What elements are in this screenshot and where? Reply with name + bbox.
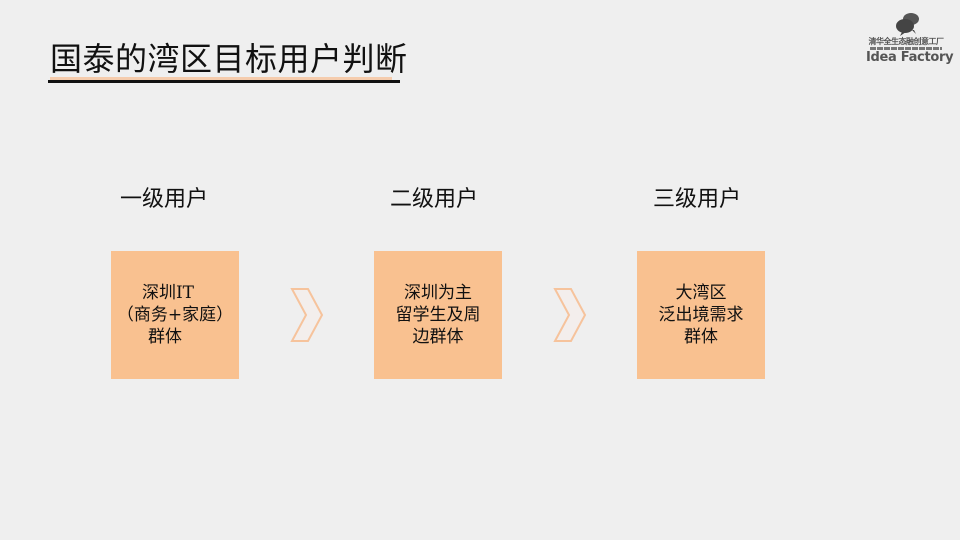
box-line: （商务+家庭） [116,305,234,325]
chevron-right-icon [290,288,324,342]
logo-divider [870,47,942,50]
level-3-box: 大湾区 泛出境需求 群体 [637,251,765,379]
box-line: 深圳为主 [404,283,472,303]
box-line: 深圳IT [141,283,195,303]
level-1-box: 深圳IT （商务+家庭） 群体 [111,251,239,379]
box-line: 群体 [148,327,182,347]
box-line: 留学生及周 [395,305,481,325]
slide-title: 国泰的湾区目标用户判断 [50,40,408,78]
box-line: 大湾区 [675,283,727,303]
level-1-label: 一级用户 [120,187,209,212]
chevron-right-icon [553,288,587,342]
box-line: 群体 [684,327,718,347]
level-2-label: 二级用户 [390,187,479,212]
idea-factory-logo: 清华全生态融创意工厂 Idea Factory [866,10,954,70]
box-line: 边群体 [412,327,464,347]
title-underline [48,80,400,83]
box-line: 泛出境需求 [658,305,744,325]
level-3-label: 三级用户 [653,187,742,212]
level-2-box: 深圳为主 留学生及周 边群体 [374,251,502,379]
logo-cn-text: 清华全生态融创意工厂 [868,36,945,46]
logo-en-text: Idea Factory [866,50,954,65]
speech-bubbles-icon [896,13,919,36]
title-highlight [50,77,392,80]
